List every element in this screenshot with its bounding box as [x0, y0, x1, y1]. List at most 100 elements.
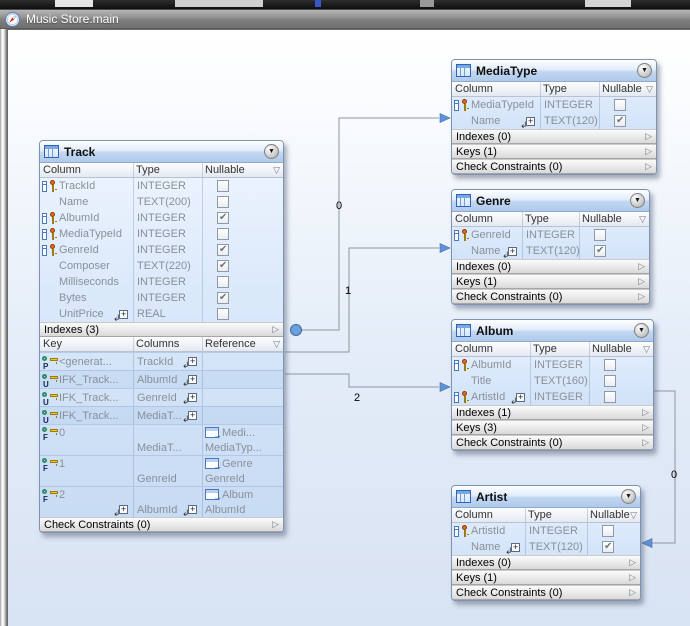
- nullable-checkbox[interactable]: [604, 375, 616, 387]
- keys-section-bar[interactable]: Keys (1)▷: [452, 570, 640, 585]
- expander-icon[interactable]: [502, 246, 517, 261]
- table-header[interactable]: Genre▼: [452, 190, 649, 212]
- filter-icon[interactable]: ▽: [643, 344, 650, 354]
- nullable-checkbox[interactable]: [217, 212, 229, 224]
- nullable-checkbox[interactable]: [604, 391, 616, 403]
- expand-icon[interactable]: ▷: [638, 261, 645, 271]
- table-header[interactable]: Album▼: [452, 320, 653, 342]
- filter-icon[interactable]: ▽: [273, 339, 280, 349]
- connector-dot[interactable]: [290, 324, 302, 336]
- filter-icon[interactable]: ▽: [273, 165, 280, 175]
- check-constraints-section-bar[interactable]: Check Constraints (0)▷: [452, 585, 640, 600]
- nullable-checkbox[interactable]: [217, 196, 229, 208]
- collapse-button[interactable]: ▼: [630, 193, 645, 208]
- indexes-section-bar[interactable]: Indexes (0)▷: [452, 259, 649, 274]
- nullable-checkbox[interactable]: [217, 292, 229, 304]
- nullable-checkbox[interactable]: [614, 99, 626, 111]
- keys-section-bar[interactable]: Keys (1)▷: [452, 274, 649, 289]
- check-constraints-section-bar[interactable]: Check Constraints (0)▷: [452, 159, 656, 174]
- foreign-key-row[interactable]: F1GenreGenreIdGenreId: [40, 455, 283, 486]
- nullable-checkbox[interactable]: [594, 245, 606, 257]
- nullable-checkbox[interactable]: [217, 244, 229, 256]
- relationship-line[interactable]: [285, 373, 439, 388]
- collapse-button[interactable]: ▼: [634, 323, 649, 338]
- indexes-section-bar[interactable]: Indexes (0)▷: [452, 555, 640, 570]
- filter-icon[interactable]: ▽: [639, 214, 646, 224]
- expander-icon[interactable]: [520, 116, 535, 131]
- check-constraints-section-bar[interactable]: Check Constraints (0)▷: [452, 435, 653, 450]
- nullable-checkbox[interactable]: [217, 308, 229, 320]
- expand-icon[interactable]: ▷: [645, 161, 652, 171]
- nullable-checkbox[interactable]: [217, 228, 229, 240]
- keys-section-bar[interactable]: Keys (3)▷: [452, 420, 653, 435]
- indexes-section-bar[interactable]: Indexes (3)▷: [40, 322, 283, 337]
- expander-icon[interactable]: [113, 309, 128, 324]
- expand-icon[interactable]: ▷: [272, 324, 279, 334]
- filter-icon[interactable]: ▽: [630, 510, 637, 520]
- expand-icon[interactable]: ▷: [642, 422, 649, 432]
- table-header[interactable]: MediaType▼: [452, 60, 656, 82]
- collapse-button[interactable]: ▼: [264, 144, 279, 159]
- nullable-checkbox[interactable]: [217, 260, 229, 272]
- expander-icon[interactable]: [505, 542, 520, 557]
- expander-icon[interactable]: [182, 410, 197, 425]
- expander-icon[interactable]: [182, 392, 197, 407]
- table-header[interactable]: Track▼: [40, 141, 283, 163]
- foreign-key-row[interactable]: F2AlbumAlbumIdAlbumId: [40, 486, 283, 519]
- expand-icon[interactable]: ▷: [629, 572, 636, 582]
- nullable-checkbox[interactable]: [602, 525, 614, 537]
- relationship-line[interactable]: [652, 390, 676, 544]
- expand-icon[interactable]: ▷: [642, 437, 649, 447]
- relationship-line[interactable]: [301, 117, 439, 331]
- collapse-button[interactable]: ▼: [621, 489, 636, 504]
- relationship-line[interactable]: [285, 247, 439, 353]
- expand-icon[interactable]: ▷: [629, 587, 636, 597]
- expand-icon[interactable]: ▷: [645, 131, 652, 141]
- expand-icon[interactable]: ▷: [638, 276, 645, 286]
- nullable-checkbox[interactable]: [217, 180, 229, 192]
- check-constraints-section-bar[interactable]: Check Constraints (0)▷: [40, 517, 283, 532]
- column-row[interactable]: UnitPriceREAL: [40, 306, 283, 324]
- expand-icon[interactable]: ▷: [638, 291, 645, 301]
- nullable-checkbox[interactable]: [602, 541, 614, 553]
- check-constraints-section-bar[interactable]: Check Constraints (0)▷: [452, 289, 649, 304]
- expander-icon[interactable]: [510, 392, 525, 407]
- expand-icon[interactable]: ▷: [629, 557, 636, 567]
- expander-icon[interactable]: [182, 504, 197, 519]
- indexes-section-bar[interactable]: Indexes (1)▷: [452, 405, 653, 420]
- indexes-section-bar[interactable]: Indexes (0)▷: [452, 129, 656, 144]
- filter-icon[interactable]: ▽: [646, 84, 653, 94]
- expander-icon[interactable]: [182, 356, 197, 371]
- key-row[interactable]: P<generat...TrackId: [40, 352, 283, 371]
- nullable-checkbox[interactable]: [604, 359, 616, 371]
- expand-icon[interactable]: ▷: [645, 146, 652, 156]
- document-titlebar[interactable]: Music Store.main: [0, 9, 690, 29]
- expander-icon[interactable]: [182, 374, 197, 389]
- keys-section-bar[interactable]: Keys (1)▷: [452, 144, 656, 159]
- table-header[interactable]: Artist▼: [452, 486, 640, 508]
